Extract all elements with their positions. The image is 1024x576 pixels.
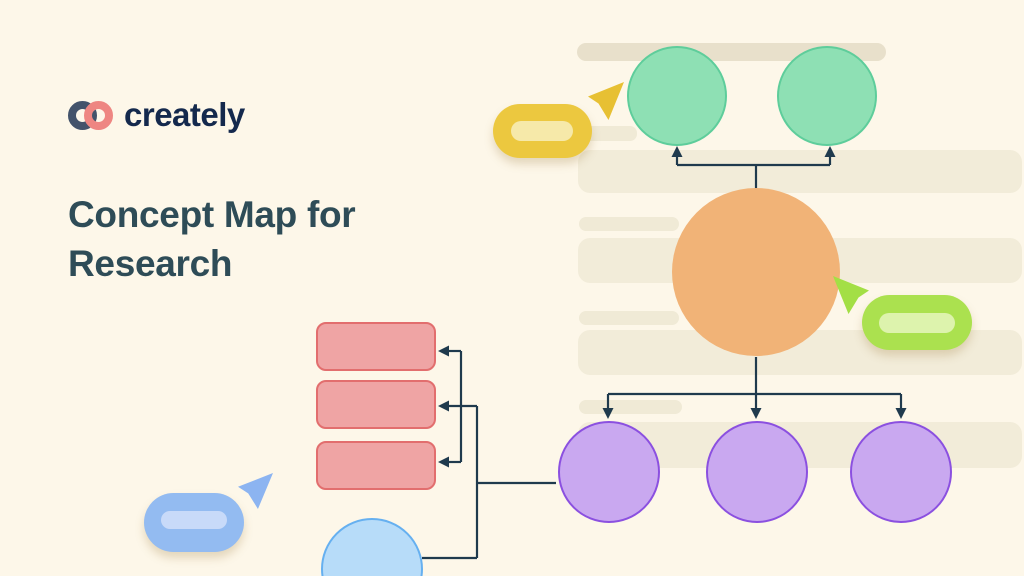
- pointer-glyph: [238, 473, 273, 509]
- page-title-line1: Concept Map for: [68, 194, 356, 235]
- creately-logo: creately: [68, 96, 245, 134]
- pointer-glyph: [833, 276, 869, 314]
- skeleton-bar-small-2: [579, 217, 679, 231]
- collaborator-cursor-yellow-label-placeholder: [511, 121, 573, 141]
- arrowhead-icon: [750, 408, 762, 419]
- concept-node-green-1: [627, 46, 727, 146]
- skeleton-bar-wide-1: [578, 150, 1022, 193]
- arrowhead-icon: [438, 456, 449, 468]
- concept-node-green-2: [777, 46, 877, 146]
- concept-node-red-1: [316, 322, 436, 371]
- arrowhead-icon: [824, 146, 836, 157]
- collaborator-cursor-blue-pointer-icon: [238, 473, 273, 509]
- concept-node-red-3: [316, 441, 436, 490]
- concept-node-main-orange: [672, 188, 840, 356]
- collaborator-cursor-blue-label-placeholder: [161, 511, 227, 529]
- concept-node-purple-2: [706, 421, 808, 523]
- creately-logo-icon: [68, 100, 113, 130]
- creately-logo-text: creately: [124, 96, 245, 133]
- skeleton-bar-small-1: [577, 126, 637, 141]
- arrowhead-icon: [438, 400, 449, 412]
- skeleton-bar-small-3: [579, 311, 679, 325]
- concept-node-purple-1: [558, 421, 660, 523]
- collaborator-cursor-yellow-pointer-icon: [588, 82, 624, 120]
- arrowhead-icon: [438, 345, 449, 357]
- arrowhead-icon: [895, 408, 907, 419]
- arrowhead-icon: [671, 146, 683, 157]
- concept-node-red-2: [316, 380, 436, 429]
- collaborator-cursor-green-label-placeholder: [879, 313, 955, 333]
- concept-node-purple-3: [850, 421, 952, 523]
- collaborator-cursor-green-pointer-icon: [833, 276, 869, 314]
- page-title-line2: Research: [68, 243, 233, 284]
- arrowhead-icon: [602, 408, 614, 419]
- pointer-glyph: [588, 82, 624, 120]
- logo-ring-right-icon: [84, 100, 113, 130]
